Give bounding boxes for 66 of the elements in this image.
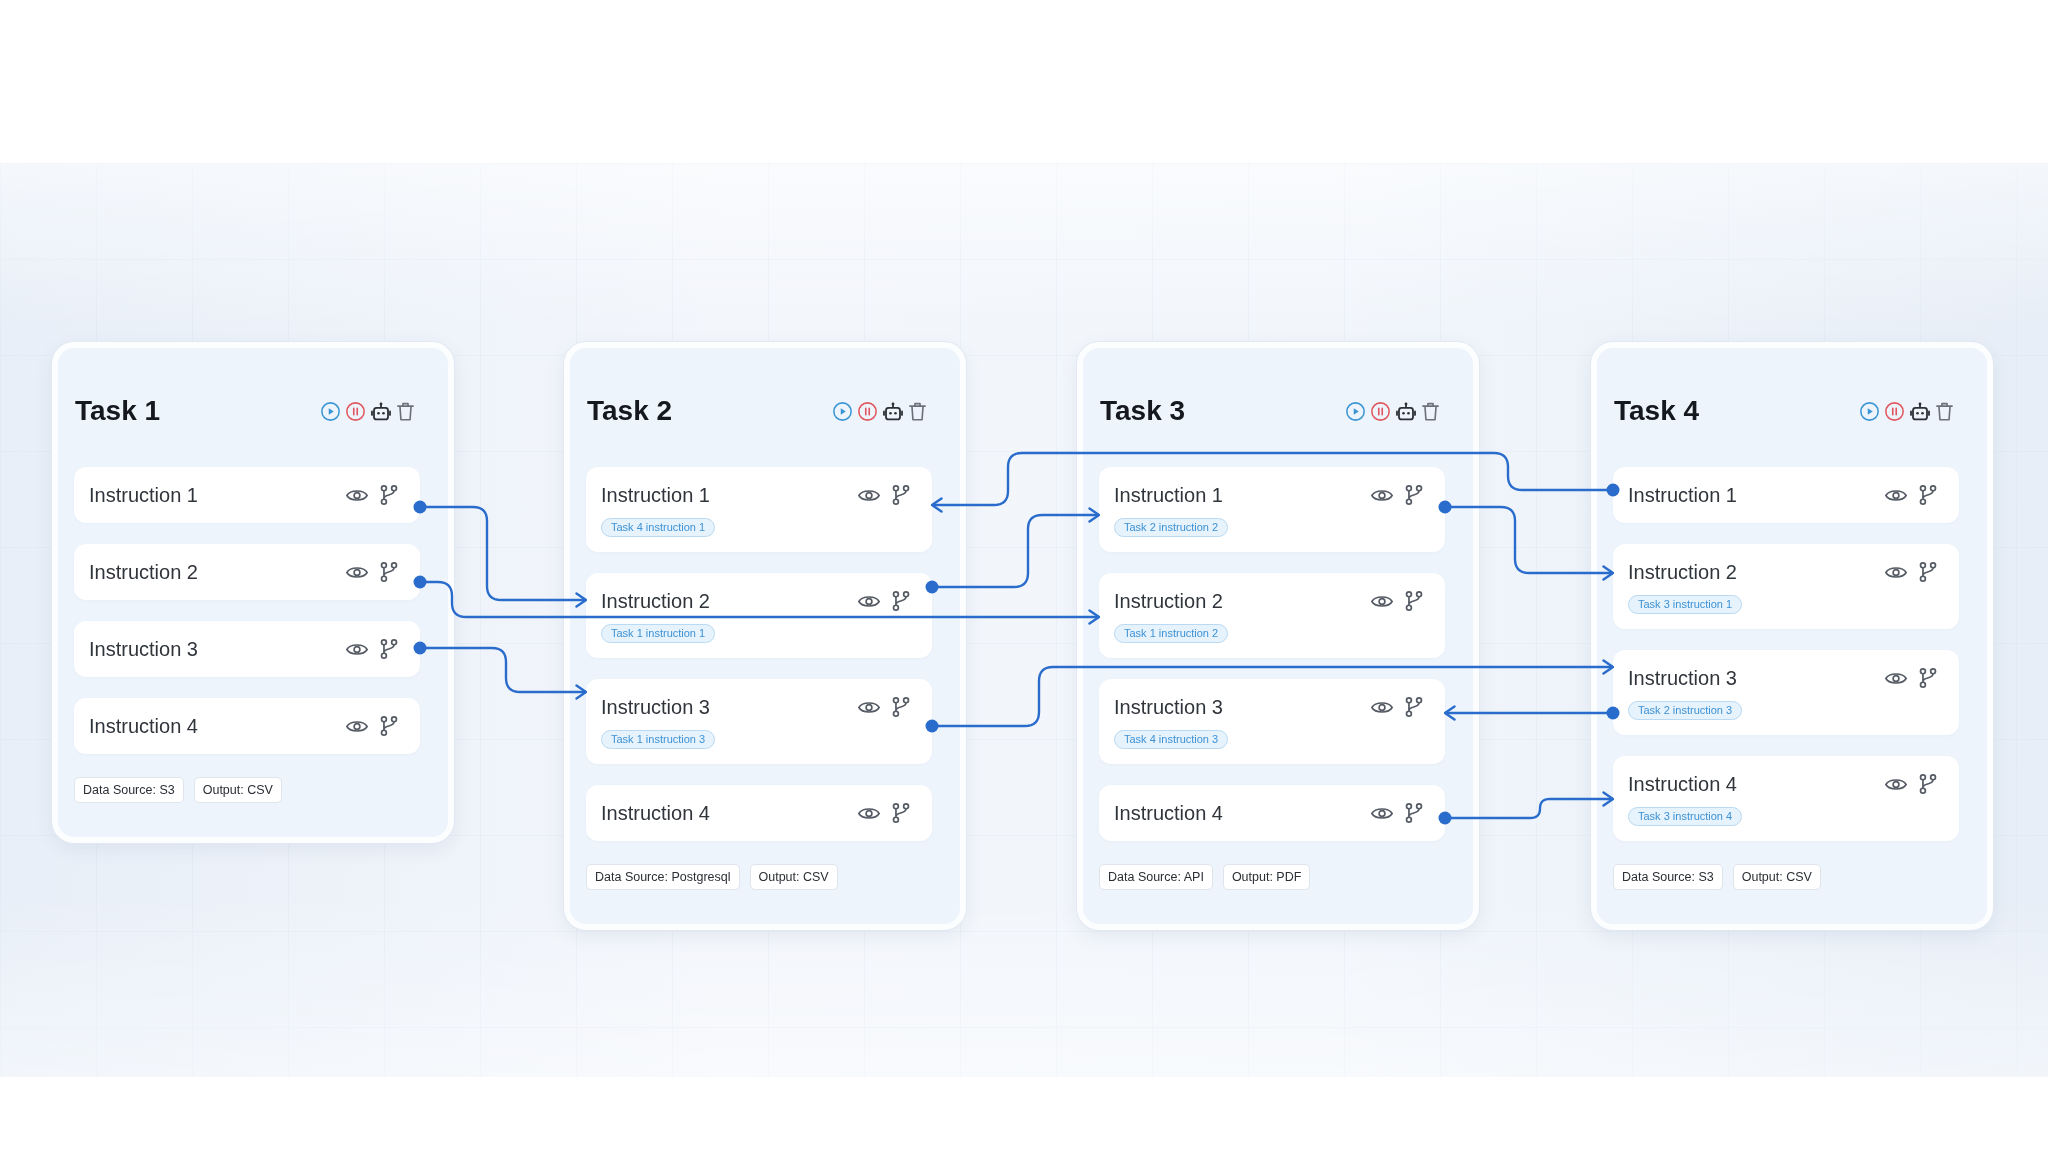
instruction-label: Instruction 4 <box>89 714 198 739</box>
instruction-card <box>586 573 932 658</box>
info-tag: Data Source: API <box>1099 864 1213 890</box>
connector-arrow <box>1438 791 1615 825</box>
instruction-label: Instruction 1 <box>601 483 710 508</box>
connector-arrow <box>413 500 588 608</box>
task-card <box>52 342 454 843</box>
instruction-label: Instruction 4 <box>1628 772 1737 797</box>
instruction-card <box>1099 573 1445 658</box>
instruction-card <box>1613 650 1959 735</box>
instruction-card <box>586 679 932 764</box>
instruction-label: Instruction 3 <box>1114 695 1223 720</box>
info-tag: Output: CSV <box>749 864 838 890</box>
instruction-label: Instruction 3 <box>1628 666 1737 691</box>
connector-arrow <box>413 641 588 700</box>
instruction-label: Instruction 4 <box>1114 801 1223 826</box>
reference-tag: Task 1 instruction 1 <box>601 624 716 643</box>
task-title: Task 4 <box>1614 394 1700 428</box>
connector-arrow <box>925 659 1615 733</box>
instruction-card <box>1613 544 1959 629</box>
reference-tag: Task 3 instruction 4 <box>1628 807 1743 826</box>
reference-tag: Task 4 instruction 1 <box>601 518 716 537</box>
instruction-card <box>74 698 420 754</box>
instruction-label: Instruction 4 <box>601 801 710 826</box>
instruction-card <box>1613 467 1959 523</box>
task-title: Task 3 <box>1100 394 1186 428</box>
info-tag: Output: PDF <box>1222 864 1311 890</box>
instruction-card <box>74 544 420 600</box>
instruction-label: Instruction 2 <box>1114 589 1223 614</box>
reference-tag: Task 2 instruction 3 <box>1628 701 1743 720</box>
instruction-card <box>586 785 932 841</box>
connector-arrow <box>925 507 1101 594</box>
instruction-label: Instruction 3 <box>89 637 198 662</box>
connector-arrow <box>1438 500 1615 581</box>
task-title: Task 1 <box>75 394 161 428</box>
instruction-label: Instruction 1 <box>1114 483 1223 508</box>
info-tag: Output: CSV <box>1732 864 1821 890</box>
instruction-card <box>1099 467 1445 552</box>
reference-tag: Task 2 instruction 2 <box>1114 518 1229 537</box>
reference-tag: Task 3 instruction 1 <box>1628 595 1743 614</box>
reference-tag: Task 1 instruction 3 <box>601 730 716 749</box>
instruction-card <box>1099 679 1445 764</box>
info-tag: Data Source: S3 <box>1613 864 1723 890</box>
connector-arrow <box>413 575 1101 625</box>
task-card <box>1591 342 1993 930</box>
task-title: Task 2 <box>587 394 673 428</box>
info-tag: Output: CSV <box>193 777 282 803</box>
instruction-label: Instruction 3 <box>601 695 710 720</box>
instruction-label: Instruction 1 <box>89 483 198 508</box>
info-tag: Data Source: S3 <box>74 777 184 803</box>
reference-tag: Task 4 instruction 3 <box>1114 730 1229 749</box>
instruction-card <box>1613 756 1959 841</box>
instruction-card <box>586 467 932 552</box>
instruction-card <box>74 621 420 677</box>
instruction-card <box>74 467 420 523</box>
connector-arrow <box>1443 705 1620 721</box>
connector-arrow <box>930 451 1620 513</box>
reference-tag: Task 1 instruction 2 <box>1114 624 1229 643</box>
instruction-label: Instruction 2 <box>89 560 198 585</box>
instruction-label: Instruction 2 <box>601 589 710 614</box>
instruction-label: Instruction 2 <box>1628 560 1737 585</box>
instruction-card <box>1099 785 1445 841</box>
task-card <box>1077 342 1479 930</box>
info-tag: Data Source: Postgresql <box>586 864 740 890</box>
task-card <box>564 342 966 930</box>
instruction-label: Instruction 1 <box>1628 483 1737 508</box>
